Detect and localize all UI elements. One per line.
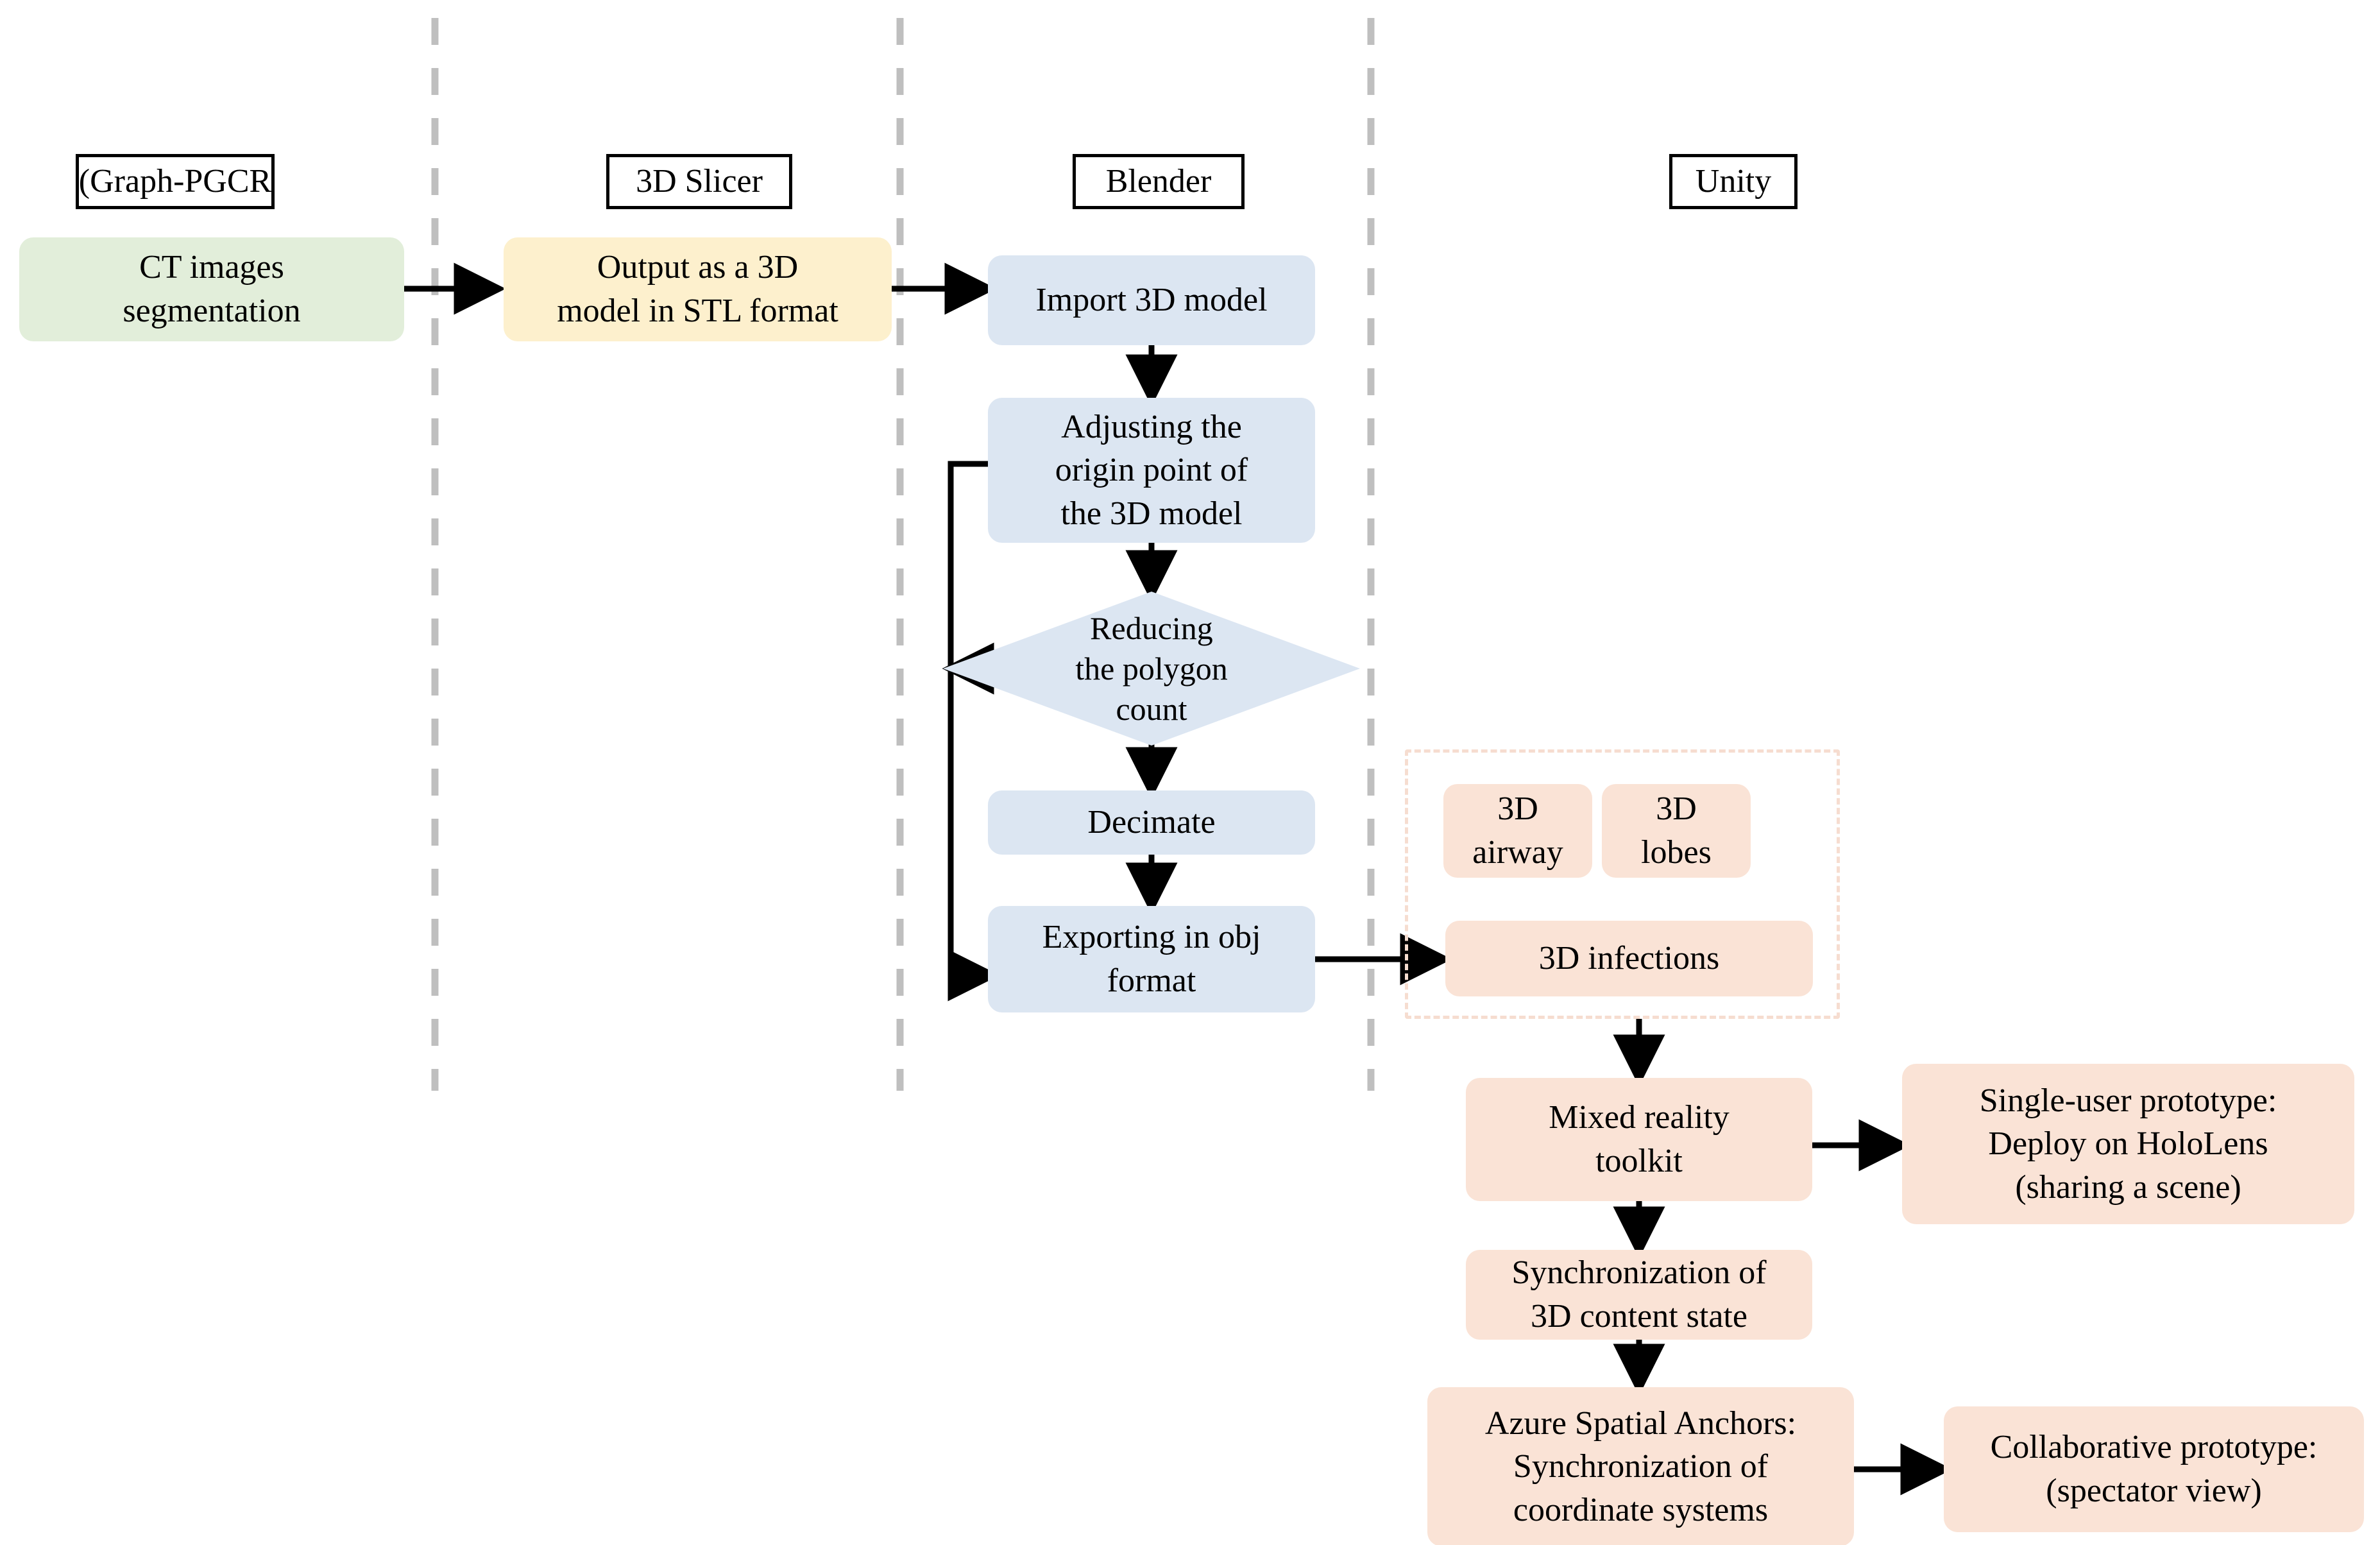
phase-label-blender: Blender (1073, 154, 1245, 209)
node-3d-lobes[interactable]: 3D lobes (1602, 784, 1751, 878)
phase-label-unity: Unity (1669, 154, 1798, 209)
node-azure-spatial-anchors[interactable]: Azure Spatial Anchors: Synchronization o… (1427, 1387, 1854, 1545)
phase-label-3d-slicer: 3D Slicer (606, 154, 792, 209)
node-collaborative-prototype[interactable]: Collaborative prototype: (spectator view… (1944, 1406, 2364, 1532)
phase-label-graph-pgcr: (Graph-PGCR (76, 154, 275, 209)
node-ct-images-segmentation[interactable]: CT images segmentation (19, 237, 404, 341)
node-import-3d-model[interactable]: Import 3D model (988, 255, 1315, 345)
node-decimate[interactable]: Decimate (988, 790, 1315, 855)
node-mixed-reality-toolkit[interactable]: Mixed reality toolkit (1466, 1078, 1812, 1201)
phase-label-text: Unity (1695, 162, 1772, 200)
decision-label: Reducing the polygon count (1075, 610, 1228, 727)
node-3d-infections[interactable]: 3D infections (1445, 921, 1813, 996)
phase-label-text: Blender (1105, 162, 1212, 200)
node-3d-airway[interactable]: 3D airway (1443, 784, 1592, 878)
node-single-user-prototype[interactable]: Single-user prototype: Deploy on HoloLen… (1902, 1064, 2354, 1224)
phase-label-text: (Graph-PGCR (78, 162, 272, 200)
node-synchronization-3d-content[interactable]: Synchronization of 3D content state (1466, 1250, 1812, 1340)
phase-label-text: 3D Slicer (636, 162, 763, 200)
node-exporting-obj[interactable]: Exporting in obj format (988, 906, 1315, 1012)
node-reducing-polygon-count[interactable]: Reducing the polygon count (943, 592, 1360, 746)
node-adjusting-origin[interactable]: Adjusting the origin point of the 3D mod… (988, 398, 1315, 543)
assets-group-container (1405, 749, 1840, 1019)
node-output-stl[interactable]: Output as a 3D model in STL format (504, 237, 892, 341)
